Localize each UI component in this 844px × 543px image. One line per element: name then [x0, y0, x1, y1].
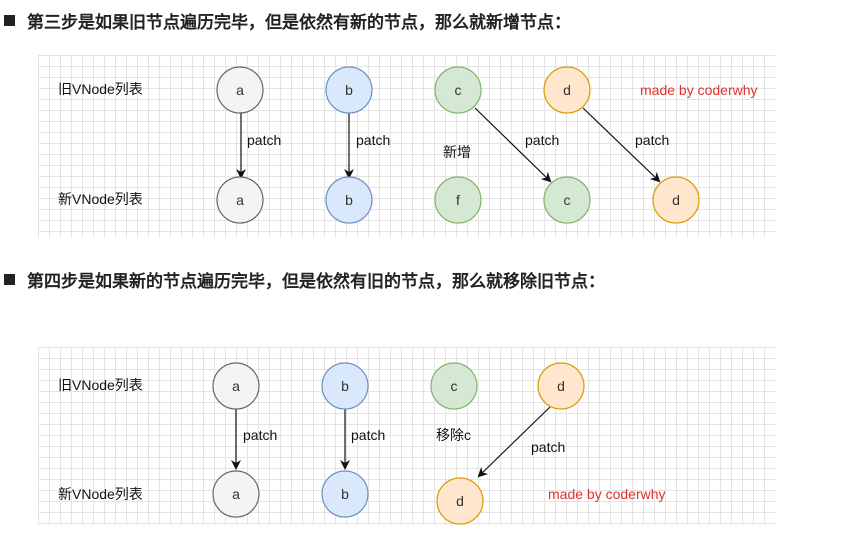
node-label: b [341, 486, 349, 502]
node-label: d [672, 192, 680, 208]
old-node-b: b [321, 362, 369, 410]
old-node-b: b [325, 66, 373, 114]
old-node-c: c [434, 66, 482, 114]
node-label: a [232, 486, 240, 502]
added-node-label: 新增 [443, 144, 471, 160]
old-node-a: a [212, 362, 260, 410]
step3-heading-text: 第三步是如果旧节点遍历完毕，但是依然有新的节点，那么就新增节点： [27, 12, 571, 33]
step4-heading: 第四步是如果新的节点遍历完毕，但是依然有旧的节点，那么就移除旧节点： [4, 263, 605, 295]
step3-diagram-canvas: 旧VNode列表 新VNode列表 patch patch patch patc… [58, 66, 758, 224]
old-vnode-list-label: 旧VNode列表 [58, 377, 143, 393]
node-label: a [236, 82, 244, 98]
node-label: d [456, 493, 464, 509]
edge-label-patch: patch [356, 132, 390, 148]
edge-label-patch: patch [635, 132, 669, 148]
step4-diagram-canvas: 旧VNode列表 新VNode列表 patch patch patch 移除c … [58, 362, 666, 525]
old-node-a: a [216, 66, 264, 114]
old-node-c: c [430, 362, 478, 410]
node-label: d [563, 82, 571, 98]
new-node-d: d [436, 477, 484, 525]
new-node-a: a [216, 176, 264, 224]
edge-d-d [582, 107, 661, 183]
old-vnode-list-label: 旧VNode列表 [58, 81, 143, 97]
node-label: c [451, 378, 458, 394]
node-label: b [345, 192, 353, 208]
node-label: c [455, 82, 462, 98]
new-node-a: a [212, 470, 260, 518]
old-node-d: d [543, 66, 591, 114]
node-label: b [341, 378, 349, 394]
node-label: a [236, 192, 244, 208]
new-vnode-list-label: 新VNode列表 [58, 191, 143, 207]
edge-label-patch: patch [351, 427, 385, 443]
watermark-text: made by coderwhy [548, 486, 666, 502]
node-label: d [557, 378, 565, 394]
node-label: f [456, 192, 460, 208]
edge-label-patch: patch [243, 427, 277, 443]
edge-d-d [477, 406, 551, 478]
node-label: c [564, 192, 571, 208]
new-node-f: f [434, 176, 482, 224]
bullet-square-icon [4, 273, 15, 285]
old-node-d: d [537, 362, 585, 410]
new-node-c: c [543, 176, 591, 224]
new-vnode-list-label: 新VNode列表 [58, 486, 143, 502]
step4-diagram: 旧VNode列表 新VNode列表 patch patch patch 移除c … [38, 347, 775, 525]
node-label: a [232, 378, 240, 394]
edge-label-patch: patch [525, 132, 559, 148]
step3-diagram: 旧VNode列表 新VNode列表 patch patch patch patc… [38, 55, 775, 238]
edge-label-patch: patch [247, 132, 281, 148]
edge-c-c [474, 107, 552, 183]
new-node-b: b [325, 176, 373, 224]
step4-heading-text: 第四步是如果新的节点遍历完毕，但是依然有旧的节点，那么就移除旧节点： [27, 271, 605, 292]
new-node-d: d [652, 176, 700, 224]
edge-label-patch: patch [531, 439, 565, 455]
new-node-b: b [321, 470, 369, 518]
removed-node-label: 移除c [436, 427, 471, 443]
step3-heading: 第三步是如果旧节点遍历完毕，但是依然有新的节点，那么就新增节点： [4, 4, 571, 36]
bullet-square-icon [4, 14, 15, 26]
watermark-text: made by coderwhy [640, 82, 758, 98]
node-label: b [345, 82, 353, 98]
